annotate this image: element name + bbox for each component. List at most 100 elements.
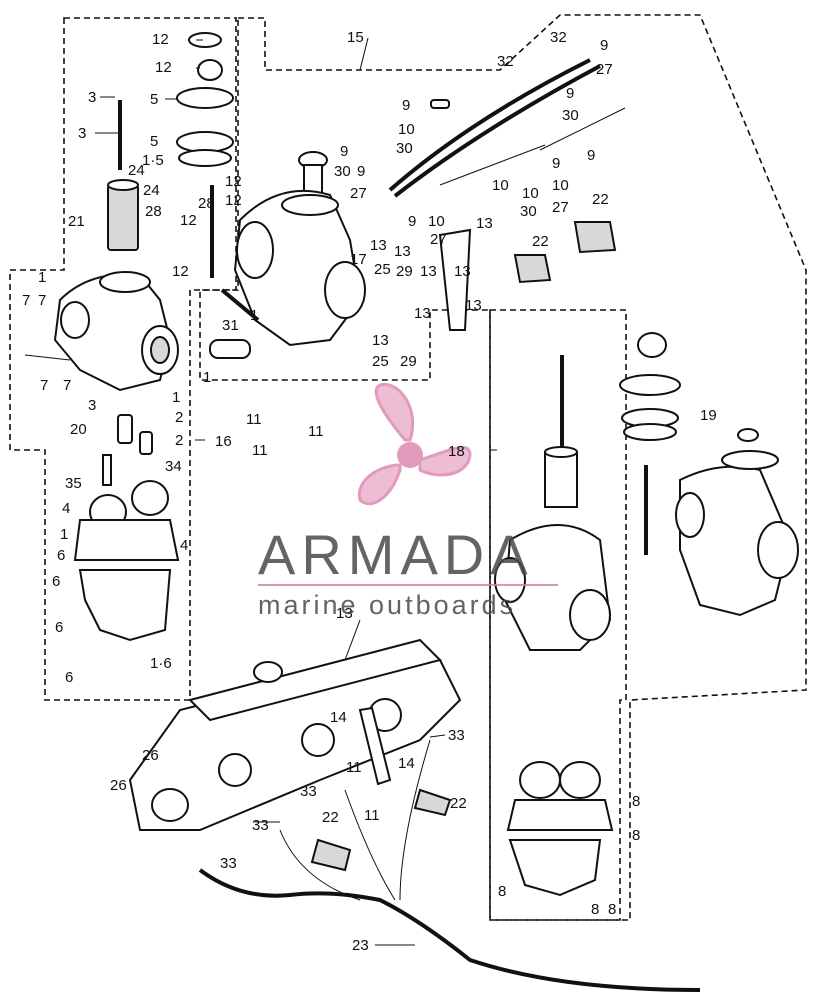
callout-24: 24: [143, 182, 160, 199]
callout-11: 11: [308, 423, 324, 440]
callout-23: 23: [352, 937, 369, 954]
callout-9: 9: [587, 147, 595, 164]
callout-13: 13: [370, 237, 387, 254]
callout-3: 3: [78, 125, 86, 142]
callout-31: 31: [222, 317, 239, 334]
callout-11: 11: [364, 807, 380, 824]
callout-15: 15: [347, 29, 364, 46]
callout-6: 6: [65, 669, 73, 686]
left-carburetor-assembly: [24, 32, 234, 642]
callout-27: 27: [350, 185, 367, 202]
callout-12: 12: [180, 212, 197, 229]
callout-22: 22: [532, 233, 549, 250]
callout-13: 13: [476, 215, 493, 232]
callout-33: 33: [252, 817, 269, 834]
callout-10: 10: [522, 185, 539, 202]
callout-25: 25: [374, 261, 391, 278]
callout-13: 13: [414, 305, 431, 322]
callout-3: 3: [88, 89, 96, 106]
callout-11: 11: [246, 411, 262, 428]
callout-32: 32: [550, 29, 567, 46]
callout-30: 30: [562, 107, 579, 124]
callout-35: 35: [65, 475, 82, 492]
callout-10: 10: [552, 177, 569, 194]
callout-14: 14: [398, 755, 415, 772]
callout-8: 8: [632, 793, 640, 810]
callout-22: 22: [322, 809, 339, 826]
callout-1: 1: [250, 307, 258, 324]
callout-5: 5: [150, 91, 158, 108]
watermark-tagline: marine outboards: [258, 590, 517, 620]
callout-6: 6: [55, 619, 63, 636]
callout-29: 29: [396, 263, 413, 280]
throttle-cables: [388, 58, 626, 331]
leader-lines: [95, 37, 497, 946]
callout-1-6: 1·6: [150, 655, 172, 672]
callout-19: 19: [700, 407, 717, 424]
callout-34: 34: [165, 458, 182, 475]
callout-9: 9: [408, 213, 416, 230]
callout-30: 30: [520, 203, 537, 220]
callout-numbers: 12 12 3 5 3 5 1·5 24 12 24 12 28 28 12 2…: [22, 29, 717, 954]
callout-6: 6: [52, 573, 60, 590]
callout-7: 7: [40, 377, 48, 394]
callout-11: 11: [346, 759, 362, 776]
callout-20: 20: [70, 421, 87, 438]
intake-manifold-plate: [128, 638, 462, 831]
right-carburetor-assembly: [494, 332, 799, 897]
callout-8: 8: [632, 827, 640, 844]
callout-33: 33: [220, 855, 237, 872]
callout-10: 10: [428, 213, 445, 230]
callout-12: 12: [172, 263, 189, 280]
callout-9: 9: [357, 163, 365, 180]
callout-13: 13: [465, 297, 482, 314]
callout-33: 33: [448, 727, 465, 744]
callout-7: 7: [22, 292, 30, 309]
callout-9: 9: [552, 155, 560, 172]
callout-28: 28: [145, 203, 162, 220]
callout-32: 32: [497, 53, 514, 70]
watermark-divider: [258, 584, 558, 586]
callout-13: 13: [336, 605, 353, 622]
callout-4: 4: [62, 500, 70, 517]
callout-2: 2: [175, 409, 183, 426]
callout-22: 22: [592, 191, 609, 208]
fuel-lines: [198, 739, 701, 992]
callout-22: 22: [450, 795, 467, 812]
callout-1: 1: [38, 269, 46, 286]
callout-26: 26: [110, 777, 127, 794]
frame-group-16: [9, 17, 237, 701]
upper-center-carburetor: [209, 151, 366, 359]
callout-12: 12: [225, 173, 242, 190]
callout-9: 9: [600, 37, 608, 54]
callout-5: 5: [150, 133, 158, 150]
frame-group-18: [489, 309, 627, 921]
callout-12: 12: [152, 31, 169, 48]
callout-12: 12: [225, 192, 242, 209]
callout-11: 11: [252, 442, 268, 459]
callout-33: 33: [300, 783, 317, 800]
callout-27: 27: [430, 231, 447, 248]
callout-1: 1: [60, 526, 68, 543]
callout-4: 4: [180, 537, 188, 554]
callout-8: 8: [608, 901, 616, 918]
callout-13: 13: [454, 263, 471, 280]
callout-29: 29: [400, 353, 417, 370]
callout-7: 7: [38, 292, 46, 309]
callout-13: 13: [394, 243, 411, 260]
callout-13: 13: [372, 332, 389, 349]
callout-1: 1: [172, 389, 180, 406]
callout-10: 10: [398, 121, 415, 138]
callout-3: 3: [88, 397, 96, 414]
callout-10: 10: [492, 177, 509, 194]
callout-1-5: 1·5: [142, 152, 164, 169]
callout-7: 7: [63, 377, 71, 394]
callout-12: 12: [155, 59, 172, 76]
callout-2: 2: [175, 432, 183, 449]
callout-27: 27: [596, 61, 613, 78]
callout-27: 27: [552, 199, 569, 216]
callout-14: 14: [330, 709, 347, 726]
callout-1: 1: [203, 369, 211, 386]
